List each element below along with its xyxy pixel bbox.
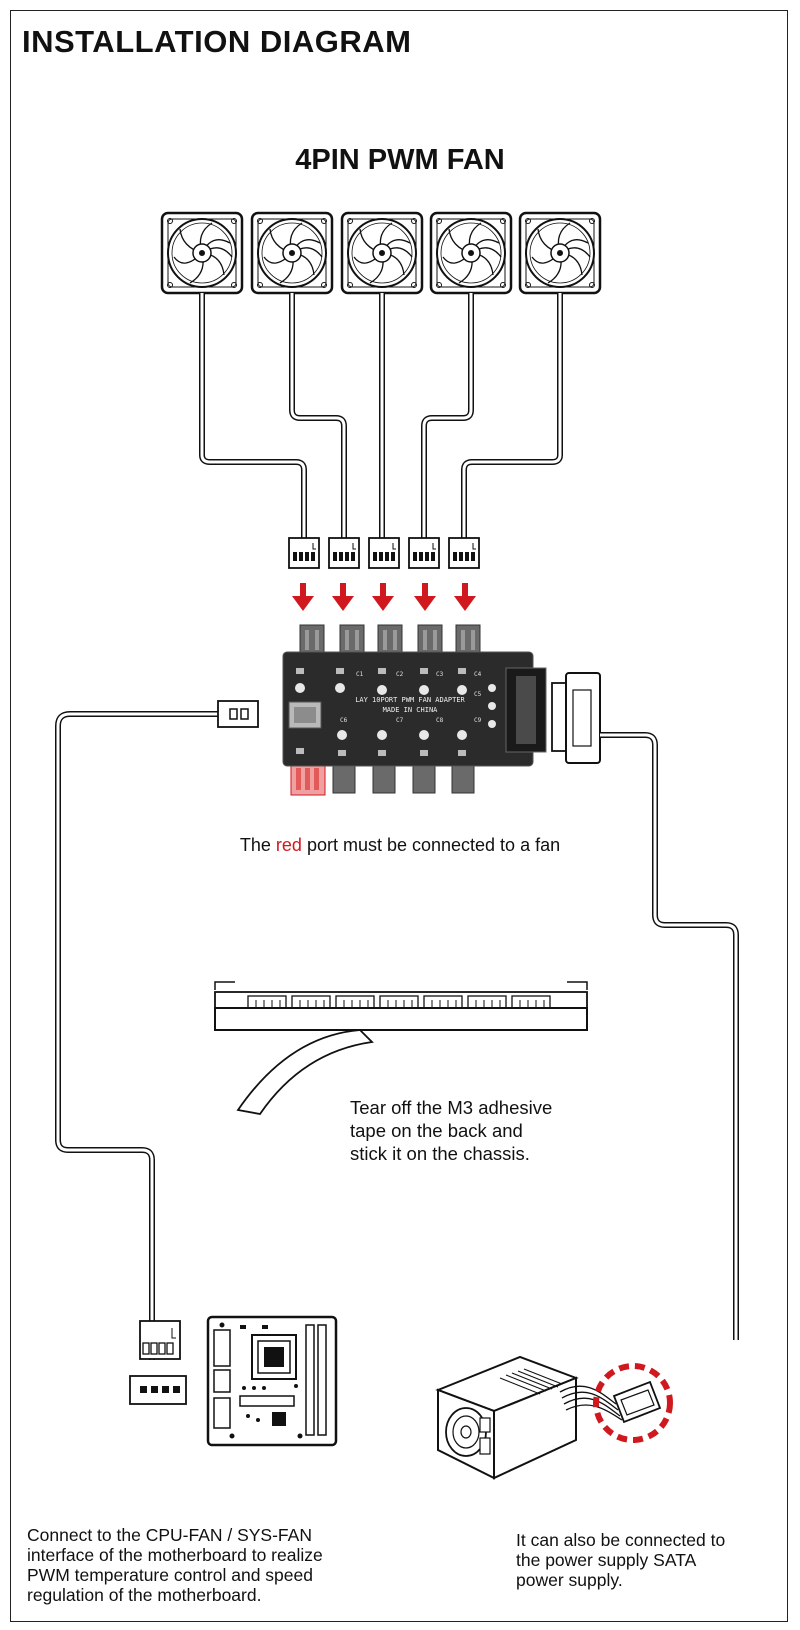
diagram-frame — [10, 10, 788, 1622]
port-label: C2 — [396, 671, 404, 678]
fan-connector — [288, 537, 320, 569]
sata-connector — [551, 672, 601, 764]
fan-section-title: 4PIN PWM FAN — [295, 144, 505, 176]
psu-note-line: It can also be connected to — [516, 1530, 726, 1550]
cpu-note-line: Connect to the CPU-FAN / SYS-FAN — [27, 1525, 312, 1545]
sata-cable — [600, 732, 739, 1345]
motherboard-fan-plug — [139, 1320, 181, 1360]
page-title: INSTALLATION DIAGRAM — [22, 24, 412, 59]
fan-icon — [429, 211, 513, 295]
port-label: C1 — [356, 671, 364, 678]
motherboard-cable — [55, 711, 218, 1612]
port-label: C3 — [436, 671, 444, 678]
sata-highlight-circle — [593, 1363, 673, 1443]
fan-icon — [518, 211, 602, 295]
red-port-note: The red port must be connected to a fan — [0, 834, 800, 856]
port-label: C9 — [474, 717, 482, 724]
arrow-down-icon — [372, 583, 394, 611]
psu-sata-plug — [612, 1380, 662, 1424]
fan-icon — [340, 211, 424, 295]
motherboard-fan-header — [129, 1375, 187, 1405]
cable-connector-3pin — [217, 700, 259, 728]
tape-note-line: stick it on the chassis. — [350, 1143, 530, 1164]
psu-note-line: the power supply SATA — [516, 1550, 697, 1570]
arrow-down-icon — [454, 583, 476, 611]
fan-connector — [368, 537, 400, 569]
port-label: C8 — [436, 717, 444, 724]
power-supply-icon — [435, 1355, 579, 1480]
hub-label-line1: LAY 10PORT PWM FAN ADAPTER — [355, 696, 465, 704]
hub-side-view — [214, 981, 588, 1115]
motherboard-icon — [206, 1315, 338, 1447]
arrow-down-icon — [292, 583, 314, 611]
fan-icon — [160, 211, 244, 295]
cpu-fan-note: Connect to the CPU-FAN / SYS-FAN interfa… — [27, 1525, 323, 1605]
port-label: C6 — [340, 717, 348, 724]
cpu-note-line: interface of the motherboard to realize — [27, 1545, 323, 1565]
cpu-note-line: regulation of the motherboard. — [27, 1585, 262, 1605]
arrow-down-icon — [332, 583, 354, 611]
fan-cables — [199, 293, 563, 540]
red-note-highlight: red — [275, 835, 302, 855]
psu-note-line: power supply. — [516, 1570, 623, 1590]
fan-hub-board: C1 C2 C3 C4 C5 C6 C7 C8 C9 LAY 10PORT PW… — [282, 624, 547, 796]
red-note-before: The — [239, 835, 276, 855]
red-note-after: port must be connected to a fan — [301, 835, 561, 855]
tape-note-line: tape on the back and — [350, 1120, 523, 1141]
fan-connector — [408, 537, 440, 569]
port-label: C7 — [396, 717, 404, 724]
tape-note-line: Tear off the M3 adhesive — [350, 1097, 553, 1118]
fan-icon — [250, 211, 334, 295]
cpu-note-line: PWM temperature control and speed — [27, 1565, 313, 1585]
fan-connector — [328, 537, 360, 569]
arrow-down-icon — [414, 583, 436, 611]
psu-note: It can also be connected to the power su… — [516, 1530, 725, 1590]
fan-connector — [448, 537, 480, 569]
tape-note: Tear off the M3 adhesive tape on the bac… — [350, 1096, 552, 1165]
port-label: C5 — [474, 691, 482, 698]
hub-label-line2: MADE IN CHINA — [383, 706, 439, 714]
port-label: C4 — [474, 671, 482, 678]
